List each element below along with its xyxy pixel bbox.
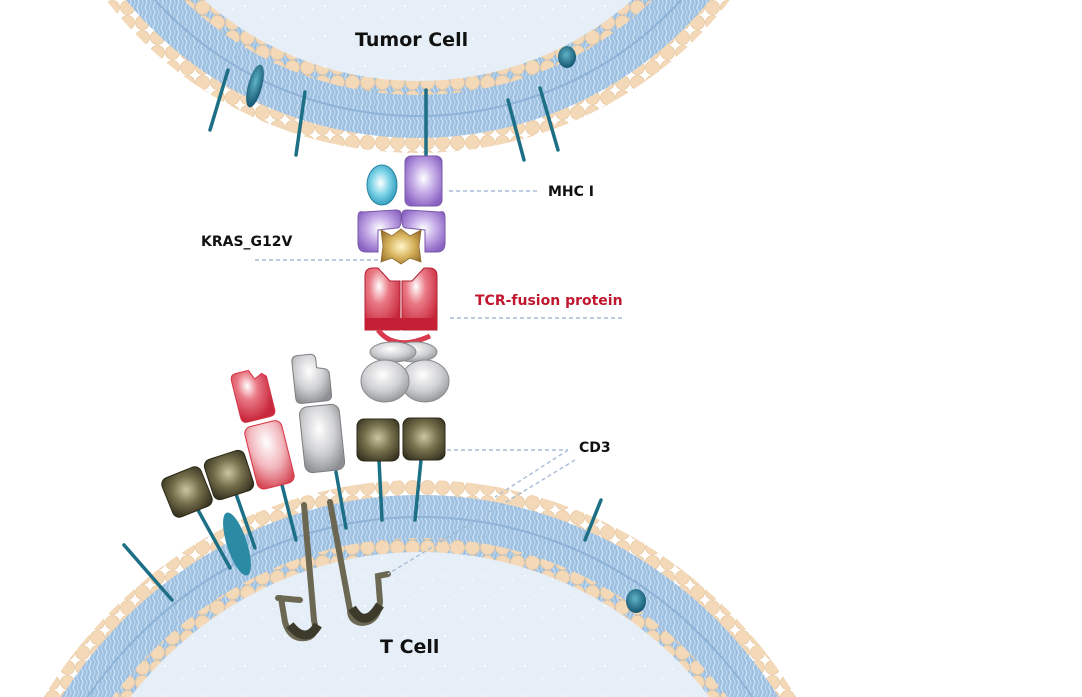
mhc-alpha2-domain [401, 209, 446, 253]
cd3-subunit [203, 449, 255, 501]
tcell-channel-protein [223, 512, 251, 576]
tumor-membrane-anchor [506, 98, 526, 162]
tumor-channel-protein [246, 64, 264, 108]
cd3-subunit [402, 417, 446, 461]
signaling-tail-base [348, 602, 384, 623]
tcr-chain-anchor [334, 470, 348, 530]
tcr-fusion-protein-label: TCR-fusion protein [475, 293, 623, 309]
cd3-anchor [377, 458, 384, 522]
tcell-membrane-anchor [583, 498, 603, 542]
tumor-cell [106, 0, 730, 162]
cd3-anchor [234, 492, 257, 550]
mhc-i-complex [357, 155, 446, 265]
anti-cd3-scfv-domain [369, 341, 417, 363]
cd3-leader-line-intracellular [387, 459, 576, 575]
cd3-label: CD3 [579, 440, 611, 456]
tcr-constant-band [365, 318, 437, 330]
tcell-membrane-midline [86, 516, 754, 697]
t-cell-label: T Cell [380, 636, 440, 658]
tumor-vesicle [558, 46, 576, 68]
mhc-alpha3-domain [404, 155, 443, 207]
tcr-alpha-constant-domain [244, 420, 295, 490]
tumor-membrane-anchor [208, 68, 230, 132]
kras-g12v-label: KRAS_G12V [201, 234, 293, 250]
tumor-membrane-anchor [294, 90, 307, 157]
tumor-cytoplasm-speckles [204, 0, 632, 81]
leader-lines [255, 190, 622, 575]
cd3-subunit [161, 466, 213, 518]
t-cell [43, 480, 797, 697]
tcell-vesicle [626, 589, 646, 613]
tcell-membrane-anchor [122, 543, 174, 602]
tumor-membrane-midline [153, 0, 683, 117]
endogenous-tcr [230, 353, 348, 542]
cd3-subunit [356, 418, 400, 462]
tcr-variable-domain-left [364, 267, 401, 331]
tcr-beta-constant-domain [299, 403, 346, 474]
tcr-linker [376, 328, 432, 346]
tcr-variable-domain-right [401, 267, 438, 331]
kras-g12v-peptide [380, 228, 422, 265]
signaling-tail-base [286, 622, 322, 640]
cd3-complex [161, 417, 446, 570]
tcr-fusion-protein [360, 267, 450, 403]
mhc-alpha1-domain [357, 209, 402, 253]
tumor-cell-label: Tumor Cell [355, 29, 469, 51]
cd3-anchor [196, 508, 232, 570]
beta2-microglobulin [366, 164, 398, 206]
tcr-alpha-variable-domain [230, 369, 276, 423]
cd3-anchor [413, 458, 423, 522]
tcell-cytoplasm-speckles [130, 552, 710, 697]
tcr-beta-variable-domain [291, 353, 333, 404]
anti-cd3-scfv-domain [360, 359, 410, 403]
tumor-membrane-anchor [538, 86, 560, 152]
mhc-i-label: MHC I [548, 184, 595, 200]
cd3-leader-line-diagonal [494, 449, 569, 498]
tcr-chain-anchor [280, 483, 298, 542]
